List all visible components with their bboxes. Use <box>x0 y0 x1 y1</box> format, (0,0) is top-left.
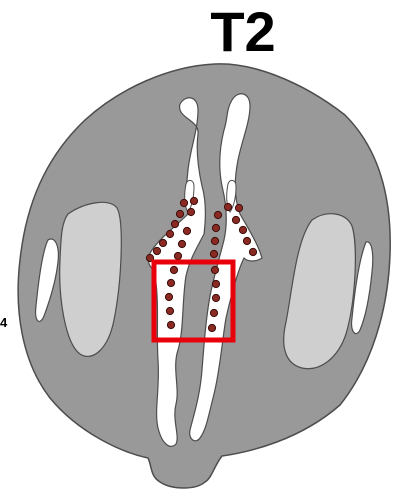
cell <box>212 294 219 301</box>
cell <box>239 226 246 233</box>
cell <box>235 204 242 211</box>
cell <box>166 307 173 314</box>
cell <box>210 250 217 257</box>
cell <box>180 199 187 206</box>
cell <box>208 324 215 331</box>
cell <box>212 224 219 231</box>
cell <box>187 208 194 215</box>
cell <box>211 237 218 244</box>
cell <box>232 216 239 223</box>
cell <box>153 247 160 254</box>
cell <box>211 266 218 273</box>
side-label: 4 <box>0 315 7 331</box>
cell <box>166 230 173 237</box>
cell <box>178 240 185 247</box>
cell <box>183 227 190 234</box>
cell <box>159 239 166 246</box>
cell <box>214 211 221 218</box>
cell <box>171 220 178 227</box>
cell <box>165 293 172 300</box>
cell <box>167 321 174 328</box>
cell <box>190 197 197 204</box>
cell <box>170 266 177 273</box>
cell <box>210 309 217 316</box>
cell <box>224 203 231 210</box>
cell <box>176 210 183 217</box>
cell <box>243 237 250 244</box>
cell <box>249 248 256 255</box>
cell <box>174 252 181 259</box>
cell <box>212 280 219 287</box>
cell <box>167 279 174 286</box>
figure-title: T2 <box>188 0 298 64</box>
